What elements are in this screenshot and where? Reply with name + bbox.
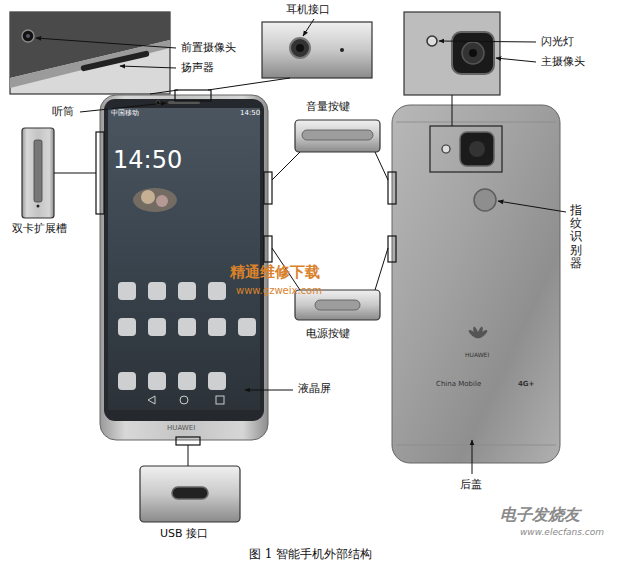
watermark: 精通维修下载 xyxy=(230,263,320,281)
part-label: 电源按键 xyxy=(306,327,350,340)
part-label: 指纹识别器 xyxy=(570,204,582,270)
part-label: 听筒 xyxy=(52,105,74,118)
part-label: 前置摄像头 xyxy=(181,41,236,54)
part-label: USB 接口 xyxy=(160,527,208,540)
watermark: www.gzweix.com xyxy=(236,285,322,297)
part-label: 音量按键 xyxy=(306,100,350,113)
camera-inset xyxy=(404,12,500,95)
earphone-inset xyxy=(262,22,372,78)
watermark: www.elecfans.com xyxy=(520,527,604,538)
part-label: 主摄像头 xyxy=(541,55,585,68)
part-label: 后盖 xyxy=(460,478,482,491)
front-top-inset xyxy=(10,12,170,94)
brand-text: HUAWEI xyxy=(465,351,489,358)
back-phone xyxy=(392,105,560,463)
brand-text: China Mobile xyxy=(436,380,481,388)
screen-text: 中国移动 xyxy=(111,109,139,117)
volume-inset xyxy=(295,120,380,152)
leader-arrow xyxy=(36,19,566,474)
part-label: 双卡扩展槽 xyxy=(12,222,67,235)
figure-caption: 图 1 智能手机外部结构 xyxy=(0,546,621,563)
part-label: 液晶屏 xyxy=(298,382,331,395)
screen-clock: 14:50 xyxy=(113,146,182,175)
brand-text: 4G+ xyxy=(518,380,534,388)
usb-inset xyxy=(140,466,240,522)
watermark: 电子发烧友 xyxy=(500,505,580,524)
leader-line xyxy=(54,78,452,466)
callout-bracket xyxy=(96,90,396,445)
part-label: 扬声器 xyxy=(181,61,214,74)
sim-inset xyxy=(22,128,54,218)
part-label: 耳机接口 xyxy=(286,3,330,16)
screen-text: 14:50 xyxy=(240,109,260,117)
brand-text: HUAWEI xyxy=(167,424,195,432)
part-label: 闪光灯 xyxy=(541,35,574,48)
